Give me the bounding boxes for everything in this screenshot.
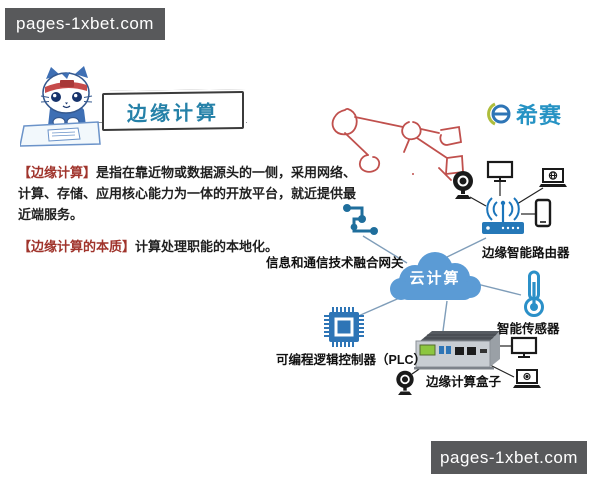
- label-plc: 可编程逻辑控制器（PLC）: [276, 353, 427, 367]
- definition-body: 是指在靠近物或数据源头的一侧，采用网络、计算、存储、应用核心能力为一体的开放平台…: [18, 165, 357, 222]
- label-edge-computing-box: 边缘计算盒子: [426, 375, 502, 389]
- title-banner: 边缘计算: [102, 91, 244, 131]
- xisai-e-logo-icon: [487, 102, 511, 126]
- laptop-globe-icon: [513, 369, 541, 388]
- brand-name: 希赛: [516, 103, 563, 128]
- laptop-globe-icon: [539, 168, 567, 187]
- definition-paragraph: 【边缘计算】是指在靠近物或数据源头的一侧，采用网络、计算、存储、应用核心能力为一…: [18, 163, 362, 225]
- brand-logo: 希赛: [487, 98, 562, 130]
- hand-drawn-network-sketch: [331, 107, 464, 181]
- monitor-icon: [510, 336, 538, 358]
- definition-term: 【边缘计算】: [18, 165, 97, 180]
- definition-paragraph: 【边缘计算的本质】计算处理职能的本地化。: [18, 237, 362, 258]
- label-ict-fusion-gateway: 信息和通信技术融合网关: [266, 256, 404, 270]
- watermark-top-left: pages-1xbet.com: [5, 8, 165, 40]
- cloud-node: 云计算: [385, 243, 485, 309]
- wifi-router-icon: [482, 197, 524, 234]
- thermometer-icon: [524, 270, 544, 317]
- watermark-bottom-right: pages-1xbet.com: [431, 441, 587, 474]
- label-edge-smart-router: 边缘智能路由器: [482, 246, 570, 260]
- page-title: 边缘计算: [127, 101, 219, 126]
- webcam-icon: [453, 171, 473, 199]
- waypoints-route-icon: [343, 204, 378, 235]
- microchip-icon: [324, 307, 364, 347]
- definition-text-block: 【边缘计算】是指在靠近物或数据源头的一侧，采用网络、计算、存储、应用核心能力为一…: [18, 163, 362, 258]
- monitor-icon: [486, 160, 514, 182]
- smartphone-icon: [534, 198, 552, 228]
- cloud-label: 云计算: [409, 270, 461, 287]
- cloud-icon: [390, 252, 481, 300]
- label-smart-sensor: 智能传感器: [497, 322, 560, 336]
- cat-mascot-icon: [20, 66, 101, 147]
- industrial-pc-photo: [414, 331, 500, 370]
- definition-term: 【边缘计算的本质】: [18, 239, 136, 255]
- webcam-icon: [396, 370, 414, 395]
- definition-body: 计算处理职能的本地化。: [135, 239, 279, 255]
